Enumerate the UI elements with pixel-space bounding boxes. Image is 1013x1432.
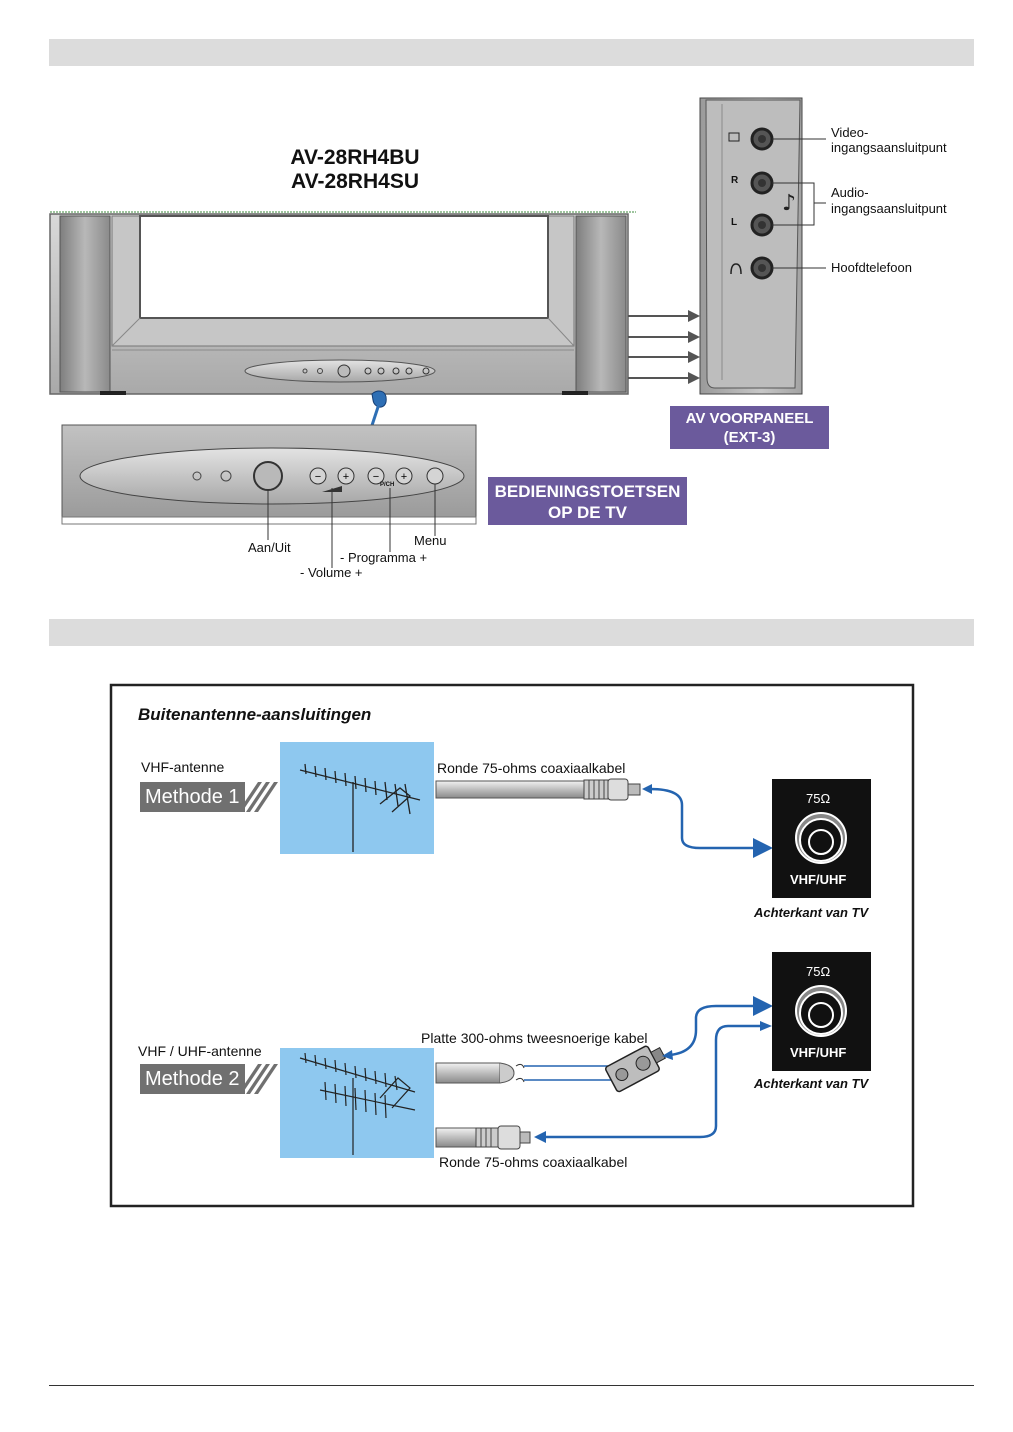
audio-label-line1: Audio- bbox=[831, 185, 869, 200]
svg-text:+: + bbox=[401, 471, 407, 483]
method2-cable-top-label: Platte 300-ohms tweesnoerige kabel bbox=[421, 1030, 648, 1046]
video-label-line1: Video- bbox=[831, 125, 869, 140]
controls-badge-line2: OP DE TV bbox=[547, 503, 628, 522]
jack-label-r: R bbox=[731, 175, 739, 186]
method2-socket-label: VHF/UHF bbox=[790, 1045, 847, 1060]
svg-text:+: + bbox=[343, 471, 349, 483]
method2-badge: Methode 2 bbox=[140, 1064, 245, 1094]
av-panel-badge-line1: AV VOORPANEEL bbox=[685, 410, 814, 427]
svg-text:−: − bbox=[315, 471, 321, 483]
method1-caption: Achterkant van TV bbox=[754, 905, 869, 920]
method1-socket-label: VHF/UHF bbox=[790, 872, 847, 887]
power-label: Aan/Uit bbox=[248, 540, 291, 555]
controls-badge: BEDIENINGSTOETSEN OP DE TV bbox=[488, 477, 687, 525]
jack-label-l: L bbox=[731, 217, 738, 228]
method2-cable-bottom-label: Ronde 75-ohms coaxiaalkabel bbox=[439, 1154, 628, 1170]
antenna-section-title: Buitenantenne-aansluitingen bbox=[138, 705, 372, 724]
method1-badge: Methode 1 bbox=[140, 782, 245, 812]
method1-cable-label: Ronde 75-ohms coaxiaalkabel bbox=[437, 760, 626, 776]
av-panel-badge-line2: (EXT-3) bbox=[723, 429, 776, 446]
tv-front-illustration: − + − + ♪ bbox=[49, 97, 826, 568]
method2-antenna-label: VHF / UHF-antenne bbox=[138, 1043, 262, 1059]
headphone-label: Hoofdtelefoon bbox=[831, 260, 912, 275]
menu-label: Menu bbox=[414, 533, 447, 548]
volume-label: - Volume + bbox=[300, 565, 363, 580]
svg-text:♪: ♪ bbox=[782, 191, 796, 216]
method2-ohm-label: 75Ω bbox=[806, 964, 831, 979]
method1-antenna-label: VHF-antenne bbox=[141, 759, 225, 775]
section-header-bar-1 bbox=[49, 39, 974, 66]
audio-label-line2: ingangsaansluitpunt bbox=[831, 201, 947, 216]
model-name-2: AV-28RH4SU bbox=[291, 170, 419, 193]
method2-caption: Achterkant van TV bbox=[754, 1076, 869, 1091]
controls-badge-line1: BEDIENINGSTOETSEN bbox=[494, 482, 681, 501]
method1-ohm-label: 75Ω bbox=[806, 791, 831, 806]
footer-rule bbox=[49, 1385, 974, 1386]
video-label-line2: ingangsaansluitpunt bbox=[831, 140, 947, 155]
svg-text:−: − bbox=[373, 471, 379, 483]
program-label: - Programma + bbox=[340, 550, 428, 565]
section-header-bar-2 bbox=[49, 619, 974, 646]
av-panel-badge: AV VOORPANEEL (EXT-3) bbox=[670, 406, 829, 449]
pch-mark: P/CH bbox=[380, 482, 395, 488]
model-name-1: AV-28RH4BU bbox=[290, 146, 420, 169]
